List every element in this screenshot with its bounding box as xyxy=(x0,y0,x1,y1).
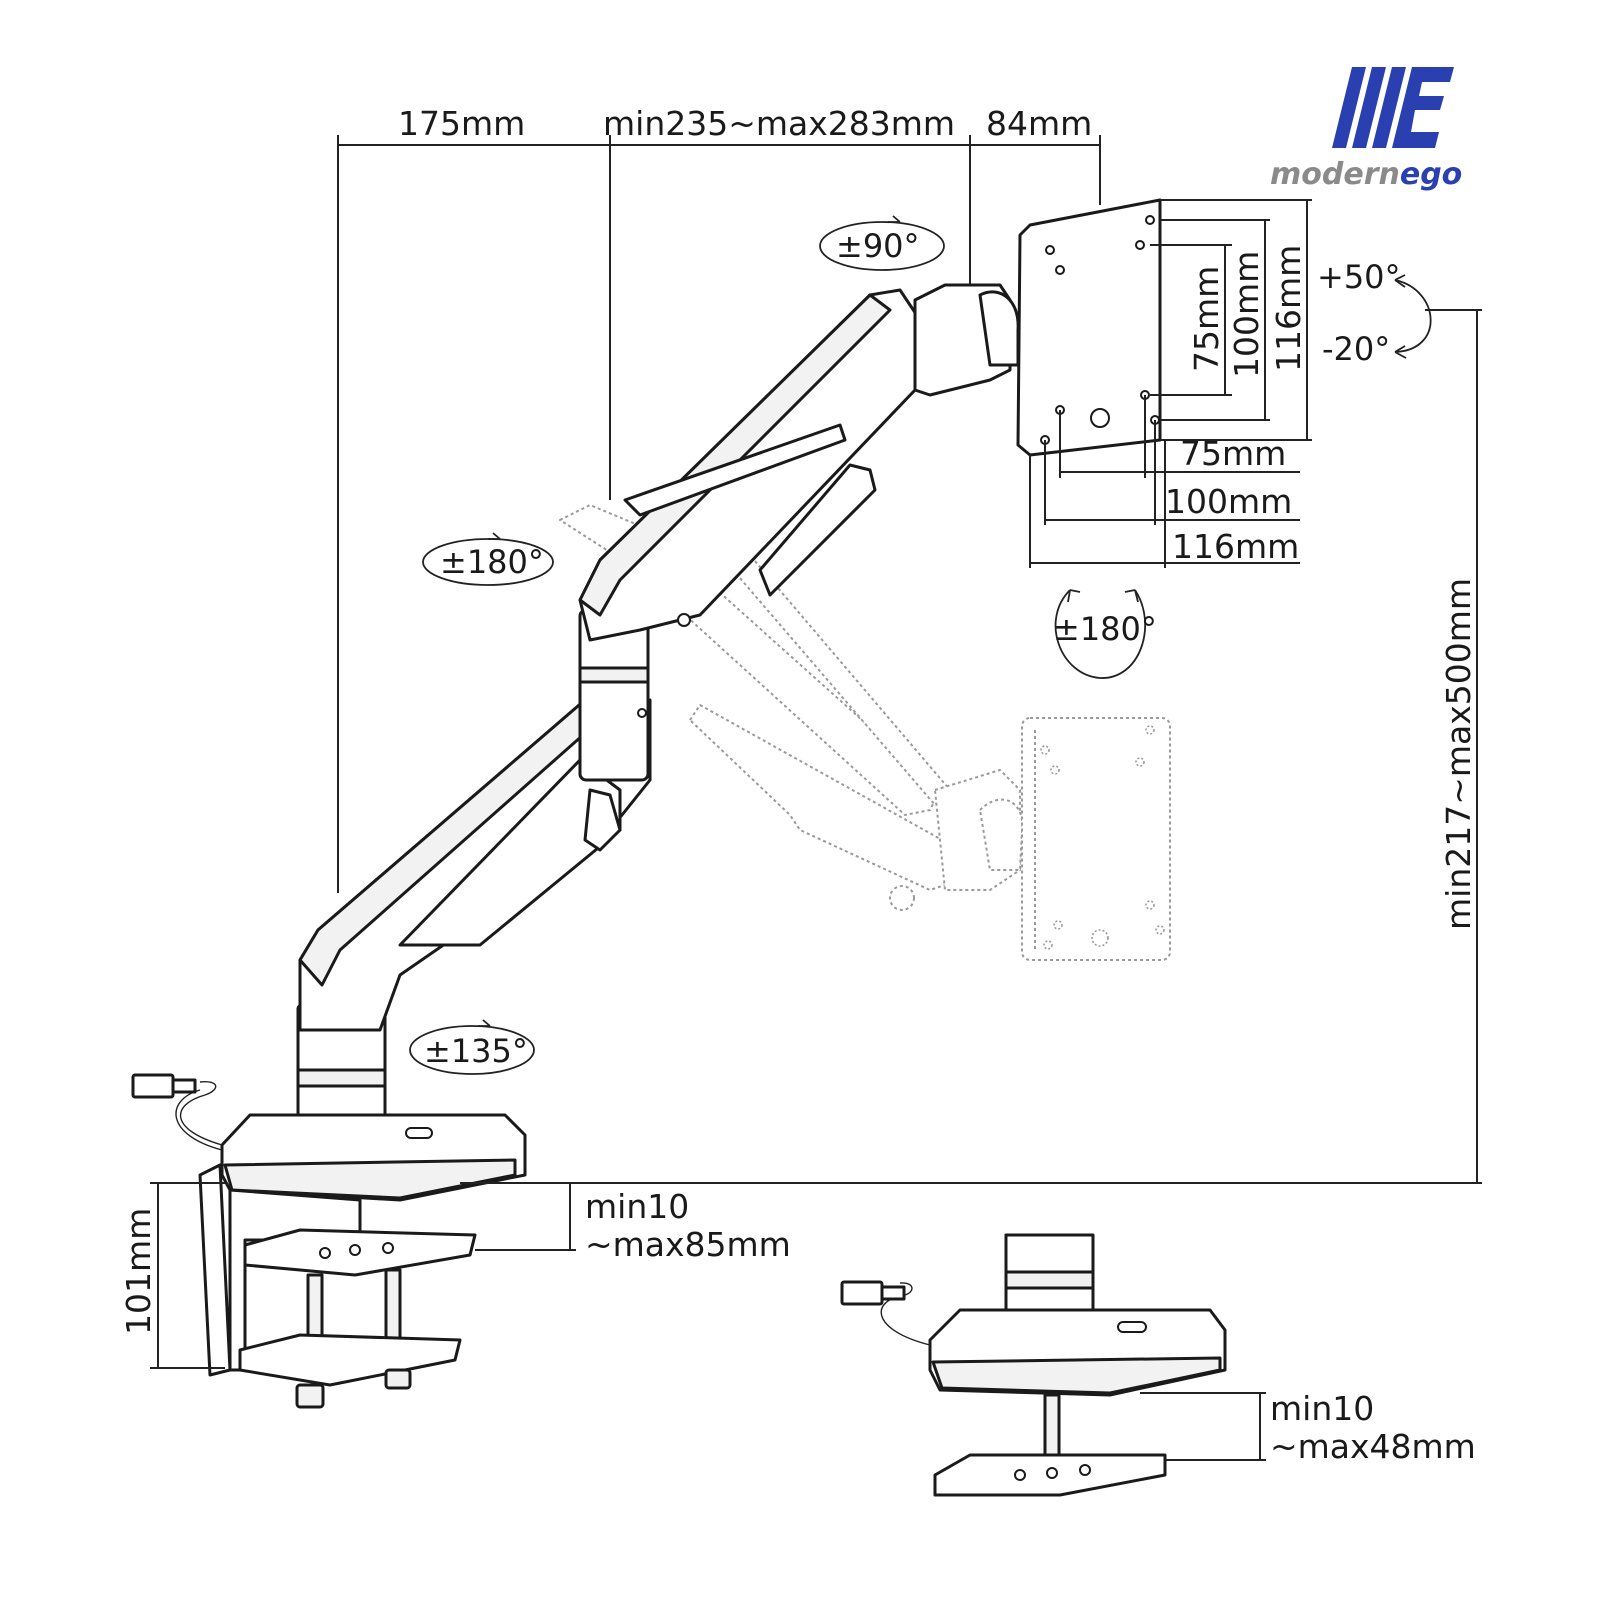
monitor-arm-upper xyxy=(296,198,1162,1127)
clamp-dimension-lines xyxy=(150,1182,1266,1461)
vesa-dimension-lines xyxy=(1029,199,1312,568)
logo-text-modern: modern xyxy=(1270,157,1400,192)
logo-text-ego: ego xyxy=(1400,157,1462,192)
dim-vesa-v-100: 100mm xyxy=(1227,251,1266,378)
dim-vesa-v-75: 75mm xyxy=(1187,266,1226,372)
rotation-panel xyxy=(1054,589,1146,679)
dim-arm-span: min235~max283mm xyxy=(603,104,955,143)
dim-grommet-max: ~max48mm xyxy=(1270,1427,1476,1466)
rotation-arm-joint xyxy=(422,532,554,586)
rot-arm-joint: ±180° xyxy=(440,543,544,581)
rot-tilt-down: -20° xyxy=(1322,330,1390,368)
height-dimension-lines xyxy=(460,309,1482,1184)
rot-head-swivel: ±90° xyxy=(836,227,920,265)
logo-mark-icon xyxy=(1332,67,1454,148)
ghost-arm-position xyxy=(559,504,1171,961)
clamp-base xyxy=(131,1073,527,1409)
dim-84mm: 84mm xyxy=(986,104,1092,143)
dim-clamp-max: ~max85mm xyxy=(585,1225,791,1264)
dim-vesa-v-116: 116mm xyxy=(1269,245,1308,372)
rotation-tilt xyxy=(1394,274,1432,359)
rot-tilt-up: +50° xyxy=(1317,258,1401,296)
dim-vesa-h-75: 75mm xyxy=(1180,434,1286,473)
dim-grommet-min: min10 xyxy=(1270,1389,1374,1428)
dim-clamp-min: min10 xyxy=(585,1187,689,1226)
dim-175mm: 175mm xyxy=(398,104,525,143)
dim-vesa-h-100: 100mm xyxy=(1165,482,1292,521)
rotation-base-swivel xyxy=(409,1019,535,1075)
grommet-base xyxy=(840,1233,1227,1497)
rotation-head-swivel xyxy=(819,215,945,271)
dim-clamp-101mm: 101mm xyxy=(119,1208,158,1335)
rot-panel: ±180° xyxy=(1053,610,1157,648)
rot-base-swivel: ±135° xyxy=(424,1032,528,1070)
top-dimension-lines xyxy=(337,135,1101,893)
dim-vesa-h-116: 116mm xyxy=(1172,527,1299,566)
brand-logo: modernego xyxy=(1270,67,1462,192)
svg-text:modernego: modernego xyxy=(1270,157,1462,192)
dim-height-range: min217~max500mm xyxy=(1439,578,1478,930)
